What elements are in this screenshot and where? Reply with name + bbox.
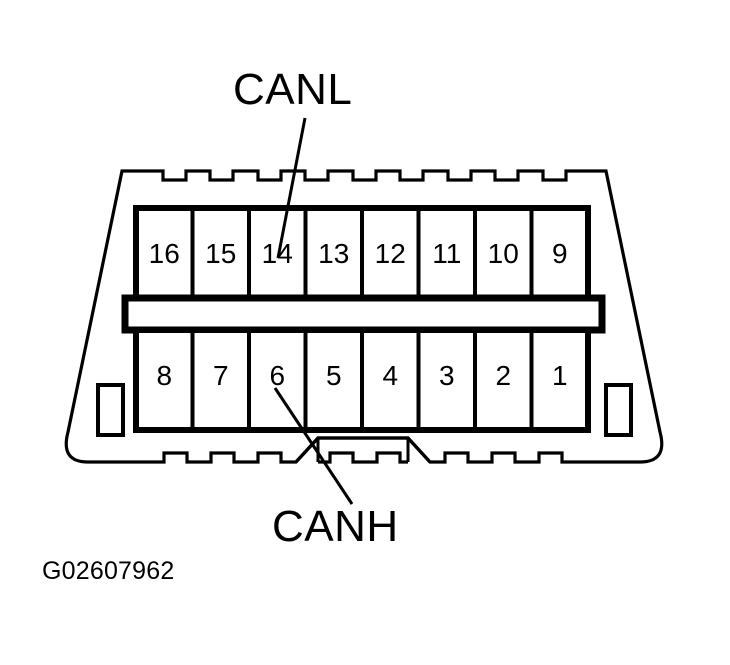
pin-14-number: 14: [261, 238, 293, 269]
pin-12-number: 12: [374, 238, 406, 269]
pin-11-number: 11: [432, 238, 462, 269]
pin-11[interactable]: 11: [419, 208, 476, 298]
pin-6[interactable]: 6: [249, 330, 306, 420]
pin-8-number: 8: [156, 360, 173, 391]
pin-3[interactable]: 3: [419, 330, 476, 420]
figure-reference-code: G02607962: [42, 557, 175, 585]
pin-10-number: 10: [487, 238, 519, 269]
pin-2[interactable]: 2: [475, 330, 532, 420]
pin-5[interactable]: 5: [306, 330, 363, 420]
pin-2-number: 2: [495, 360, 512, 391]
pin-16[interactable]: 16: [136, 208, 193, 298]
top-pin-row-block: [133, 205, 591, 301]
pin-5-number: 5: [325, 360, 342, 391]
pin-15[interactable]: 15: [193, 208, 250, 298]
bottom-pin-row-block: [133, 327, 591, 433]
canh-leader-line: [273, 387, 354, 505]
pin-3-number: 3: [438, 360, 455, 391]
pin-8[interactable]: 8: [136, 330, 193, 420]
pin-9[interactable]: 9: [532, 208, 589, 298]
right-latch-slot: [604, 383, 633, 437]
pin-10[interactable]: 10: [475, 208, 532, 298]
pin-14[interactable]: 14: [249, 208, 306, 298]
canl-callout-label: CANL: [233, 65, 353, 114]
pin-1-number: 1: [551, 360, 568, 391]
pin-12[interactable]: 12: [362, 208, 419, 298]
pin-1[interactable]: 1: [532, 330, 589, 420]
pin-6-number: 6: [269, 360, 286, 391]
pin-13-number: 13: [318, 238, 350, 269]
pin-4-number: 4: [382, 360, 399, 391]
pin-7[interactable]: 7: [193, 330, 250, 420]
pin-13[interactable]: 13: [306, 208, 363, 298]
pin-4[interactable]: 4: [362, 330, 419, 420]
pin-9-number: 9: [551, 238, 568, 269]
pin-16-number: 16: [148, 238, 180, 269]
left-latch-slot: [96, 383, 125, 437]
center-divider-bar: [121, 294, 606, 334]
canh-callout-label: CANH: [272, 502, 399, 551]
pin-15-number: 15: [205, 238, 237, 269]
bottom-keying-tab: [294, 436, 432, 464]
pin-7-number: 7: [212, 360, 229, 391]
canl-leader-line: [276, 117, 307, 259]
connector-shell-outline: [64, 169, 664, 464]
